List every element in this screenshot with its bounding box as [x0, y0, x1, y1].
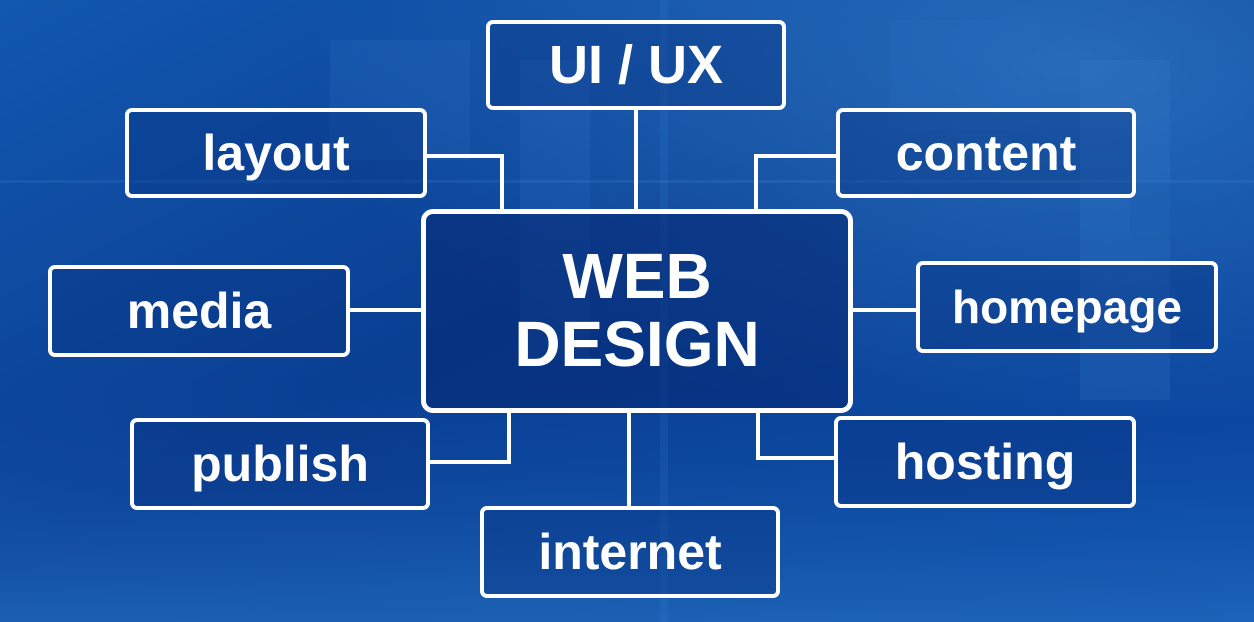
node-publish: publish: [130, 418, 430, 510]
node-internet-label: internet: [538, 524, 722, 580]
connector-layout: [425, 154, 504, 213]
connector-publish: [428, 409, 511, 464]
node-media: media: [48, 265, 350, 357]
node-publish-label: publish: [191, 436, 369, 492]
node-homepage-label: homepage: [951, 281, 1183, 333]
connector-hosting: [756, 409, 836, 460]
node-ui-ux-label: UI / UX: [548, 35, 724, 95]
node-internet: internet: [480, 506, 780, 598]
center-label: WEB DESIGN: [514, 240, 760, 380]
node-hosting: hosting: [834, 416, 1136, 508]
node-hosting-label: hosting: [894, 434, 1076, 490]
node-layout-label: layout: [202, 125, 350, 181]
node-content: content: [836, 108, 1136, 198]
node-media-label: media: [126, 283, 272, 339]
node-content-label: content: [895, 125, 1077, 181]
connector-content: [754, 154, 838, 213]
node-layout: layout: [125, 108, 427, 198]
center-node: WEB DESIGN: [421, 209, 853, 413]
node-ui-ux: UI / UX: [486, 20, 786, 110]
node-homepage: homepage: [916, 261, 1218, 353]
